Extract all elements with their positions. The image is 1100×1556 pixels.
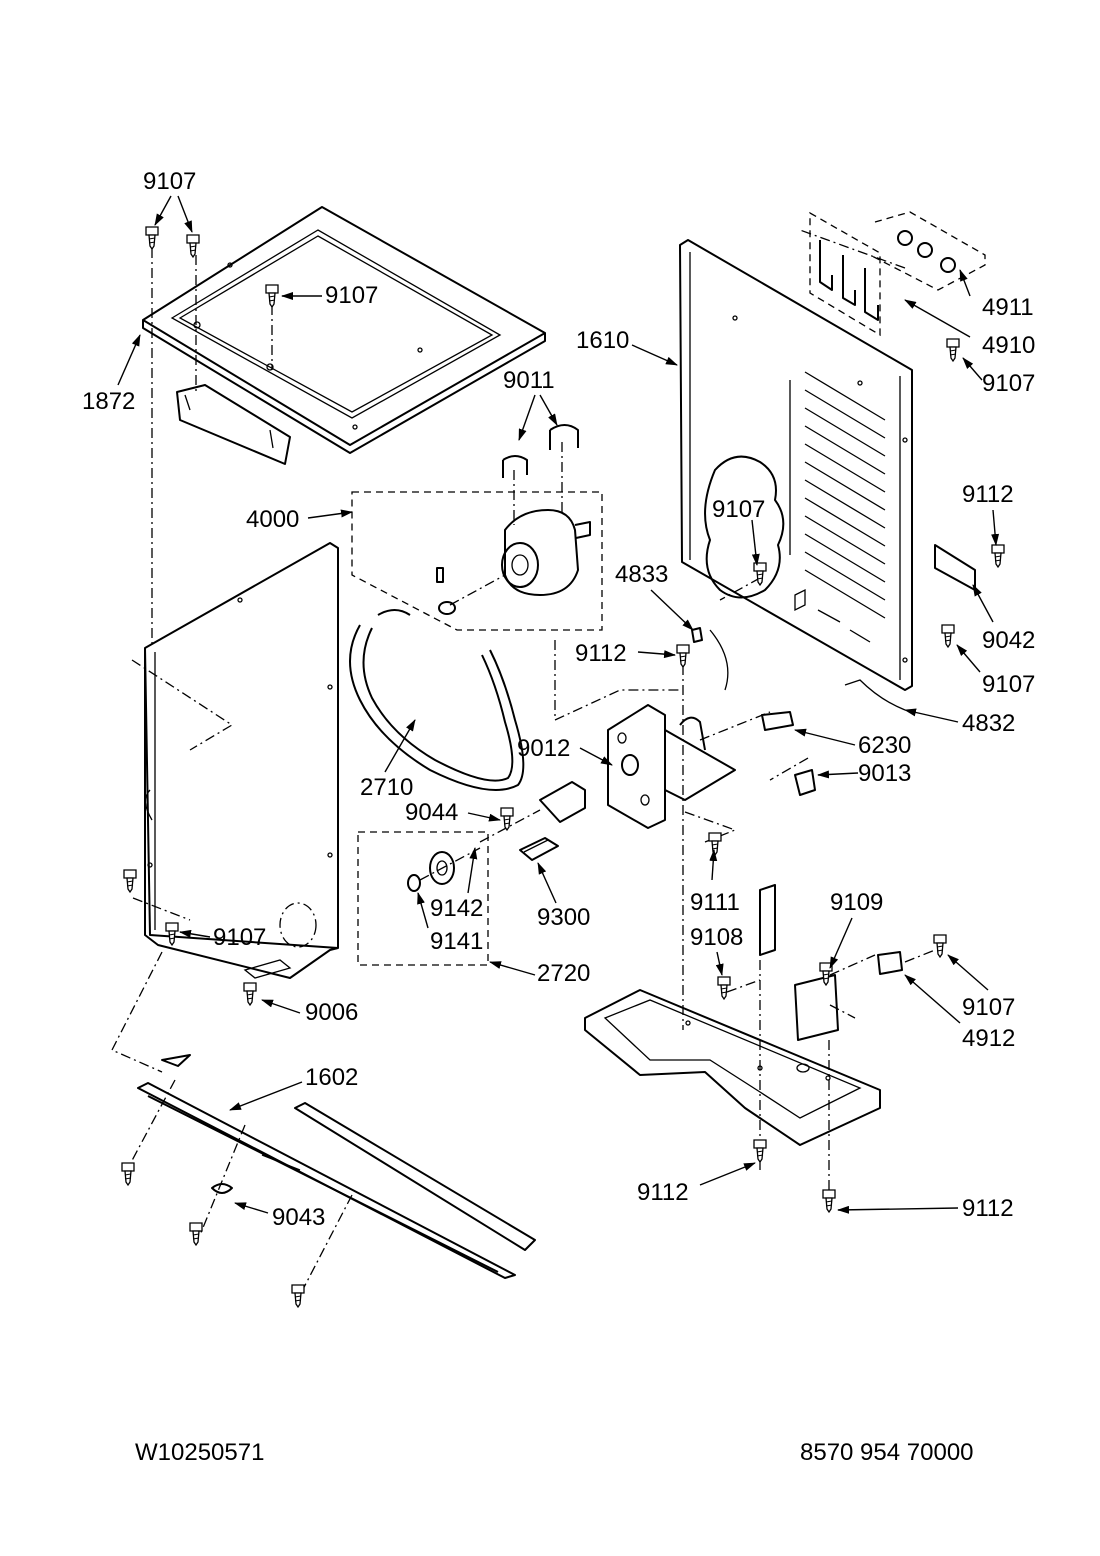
callout-9300: 9300 [537,904,590,931]
motor-bracket-9012 [607,704,736,829]
callout-2710: 2710 [360,774,413,801]
callout-9107: 9107 [325,282,378,309]
callout-4000: 4000 [246,506,299,533]
callout-4910: 4910 [982,332,1035,359]
callout-9112: 9112 [962,481,1014,508]
callout-1610: 1610 [576,327,629,354]
callout-9011: 9011 [503,367,555,394]
switch-parts [691,544,976,975]
callout-9042: 9042 [982,627,1035,654]
top-panel-1872 [142,206,546,465]
callout-9013: 9013 [858,760,911,787]
callout-9043: 9043 [272,1204,325,1231]
callout-9112: 9112 [637,1179,689,1206]
callout-9111: 9111 [690,889,740,916]
callout-2720: 2720 [537,960,590,987]
callout-9141: 9141 [430,928,483,955]
callout-9107: 9107 [712,496,765,523]
callout-9044: 9044 [405,799,458,826]
callout-9006: 9006 [305,999,358,1026]
callout-9107: 9107 [143,168,196,195]
callout-9107: 9107 [213,924,266,951]
footer: W10250571 8570 954 70000 [135,1439,974,1466]
callout-1602: 1602 [305,1064,358,1091]
callout-4832: 4832 [962,710,1015,737]
callout-labels: 9107 9107 1872 9011 4000 2710 9044 9142 … [82,168,1035,1231]
back-panel-1610 [679,239,913,691]
footer-right-code: 8570 954 70000 [800,1439,974,1466]
leader-lines [117,195,1000,1214]
callout-9108: 9108 [690,924,743,951]
base-rail-1602 [137,1054,536,1279]
drive-belt-2710 [349,609,525,791]
callout-6230: 6230 [858,732,911,759]
callout-9107: 9107 [962,994,1015,1021]
footer-left-code: W10250571 [135,1439,264,1466]
idler-arm [479,781,586,861]
callout-9112: 9112 [962,1195,1014,1222]
left-side-panel [144,542,339,979]
callout-9012: 9012 [517,735,570,762]
callout-9112: 9112 [575,640,627,667]
callout-4833: 4833 [615,561,668,588]
callout-9142: 9142 [430,895,483,922]
thermistor-clips-4910 [809,211,986,337]
idler-pulley-2720 [357,831,489,966]
callout-4911: 4911 [982,294,1034,321]
callout-9107: 9107 [982,671,1035,698]
drive-motor-4000 [351,424,603,631]
callout-9109: 9109 [830,889,883,916]
callout-1872: 1872 [82,388,135,415]
callout-4912: 4912 [962,1025,1015,1052]
callout-9107: 9107 [982,370,1035,397]
